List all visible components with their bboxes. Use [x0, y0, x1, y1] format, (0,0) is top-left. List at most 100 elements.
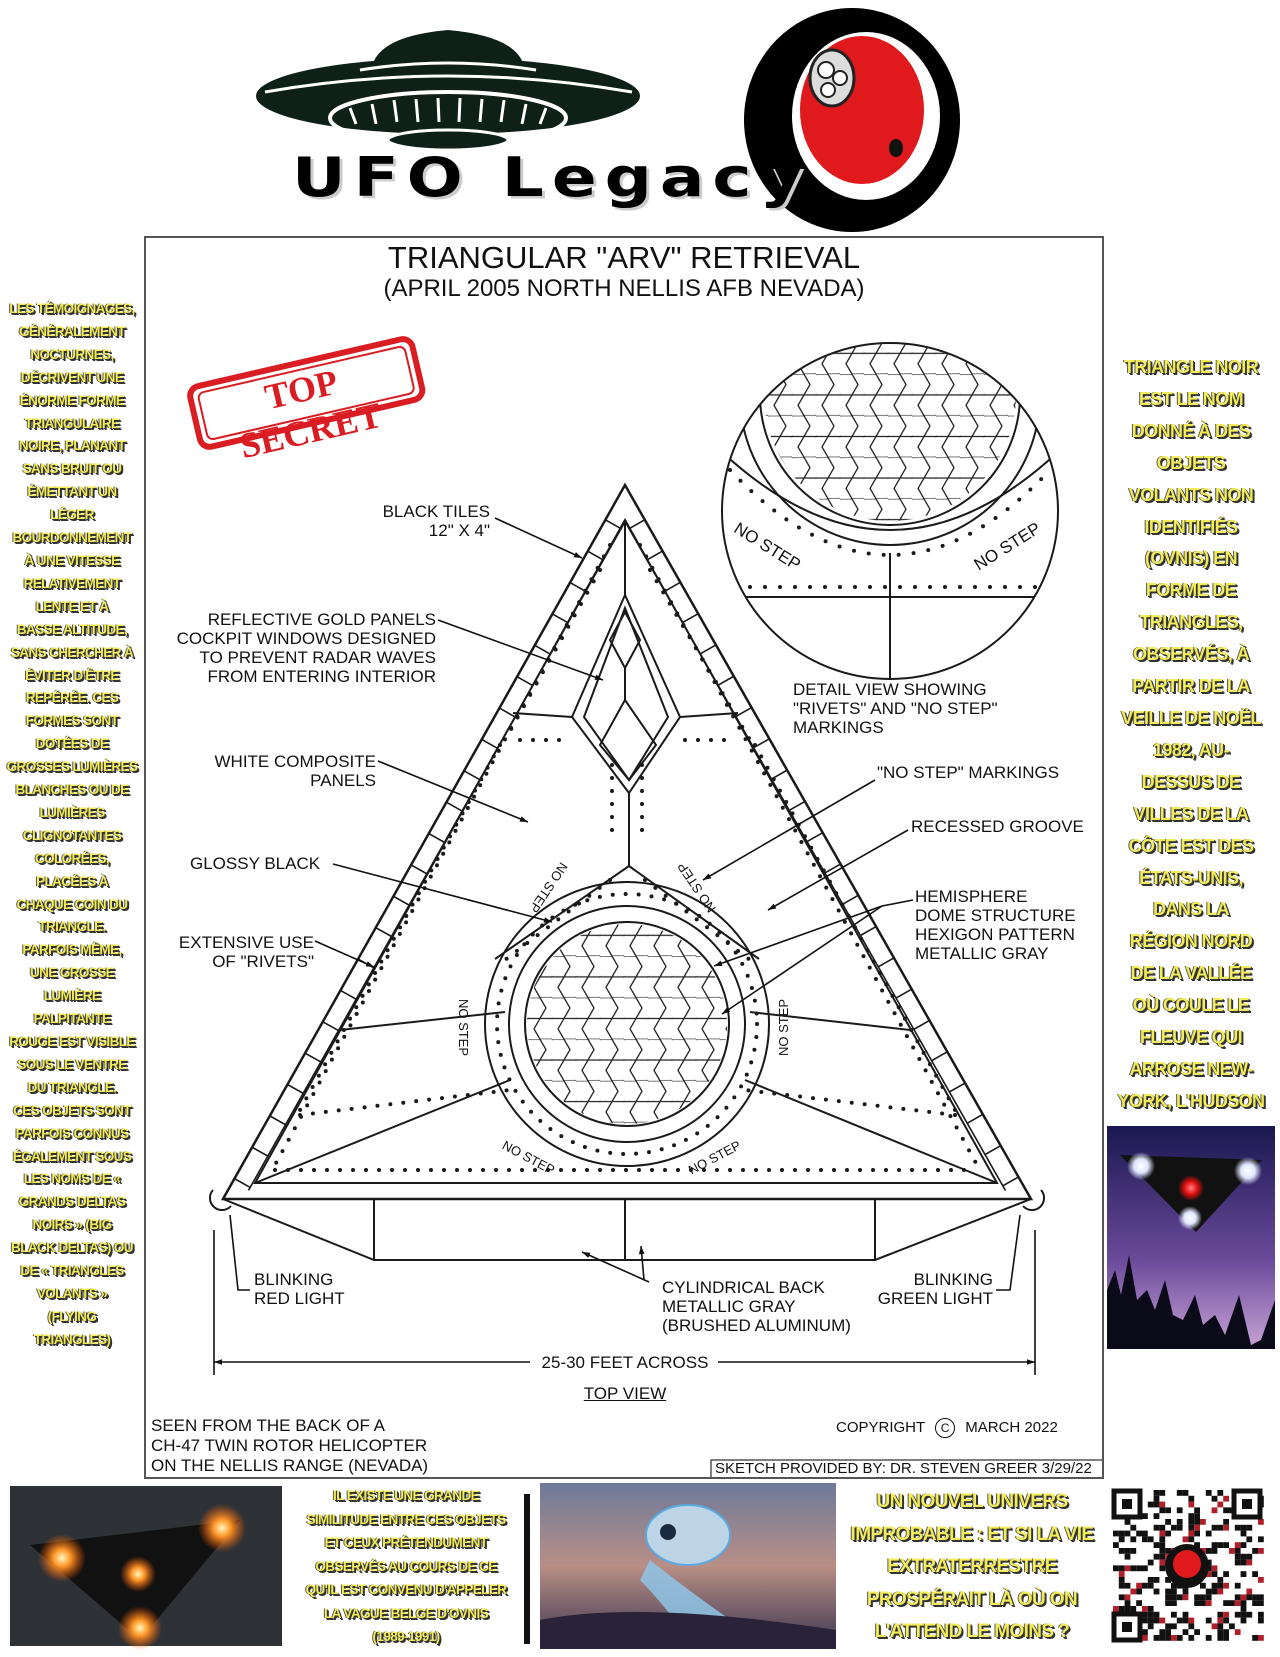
label-line: PANELS [310, 771, 376, 790]
qr-module [1176, 1594, 1183, 1601]
divider-bar [524, 1494, 530, 1644]
caption-line: ÉNORME FORME [19, 392, 125, 408]
qr-module [1153, 1513, 1160, 1519]
caption-line: SANS CHERCHER À [10, 644, 134, 660]
label-line: METALLIC GRAY [915, 944, 1049, 963]
caption-line: DESSUS DE [1141, 771, 1241, 792]
seen-from-note: SEEN FROM THE BACK OF A CH-47 TWIN ROTOR… [151, 1416, 428, 1476]
qr-module [1159, 1490, 1166, 1496]
caption-line: À UNE VITESSE [24, 552, 121, 568]
caption-line: LES TÉMOIGNAGES, [9, 301, 135, 316]
qr-module [1246, 1536, 1253, 1543]
black-tile-edge [860, 925, 877, 937]
qr-module [1153, 1542, 1160, 1548]
qr-module [1165, 1600, 1171, 1606]
qr-module [1246, 1594, 1253, 1601]
black-tile-edge [251, 1146, 269, 1157]
qr-module [1136, 1600, 1142, 1606]
qr-module [1159, 1536, 1166, 1543]
qr-module [1147, 1606, 1154, 1612]
qr-module [1118, 1536, 1125, 1543]
light-leaders [229, 1214, 1021, 1291]
qr-module [1171, 1635, 1177, 1641]
caption-line: PARFOIS MÊME, [22, 942, 122, 958]
label-hemisphere: HEMISPHERE DOME STRUCTURE HEXIGON PATTER… [915, 887, 1076, 963]
qr-module [1223, 1611, 1229, 1618]
black-tile-edge [788, 800, 806, 812]
top-view-label: TOP VIEW [583, 1384, 667, 1403]
caption-line: COLORÉES, [34, 850, 110, 866]
black-tile-edge [664, 581, 681, 592]
caption-line: IL EXISTE UNE GRANDE [332, 1488, 480, 1503]
black-tile-edge [569, 581, 587, 593]
qr-module [1165, 1519, 1171, 1525]
qr-module [1211, 1623, 1218, 1630]
caption-line: ÉTATS-UNIS, [1139, 867, 1243, 888]
qr-module [1147, 1536, 1154, 1543]
qr-module [1234, 1611, 1241, 1618]
qr-module [1194, 1542, 1200, 1548]
qr-module [1194, 1524, 1200, 1531]
black-tile-edge [269, 1115, 286, 1126]
label-line: CYLINDRICAL BACK [662, 1278, 825, 1297]
caption-line: SIMILITUDE ENTRE CES OBJETS [306, 1511, 506, 1527]
qr-module [1211, 1548, 1218, 1554]
dimension-label: 25-30 FEET ACROSS [541, 1353, 709, 1372]
caption-line: SANS BRUIT OU [22, 461, 122, 477]
black-tile-edge [534, 644, 551, 655]
copyright-note: COPYRIGHT C MARCH 2022 [836, 1418, 1058, 1438]
diagram-frame [144, 236, 1104, 1479]
qr-module [1153, 1611, 1160, 1618]
qr-module [1153, 1577, 1160, 1583]
label-line: BLINKING [254, 1270, 334, 1289]
qr-module [1171, 1524, 1177, 1531]
qr-module [1234, 1629, 1241, 1635]
black-tile-edge [806, 832, 824, 843]
black-tile-edge [410, 864, 428, 875]
caption-line: EXTRATERRESTRE [887, 1556, 1057, 1577]
qr-module [1240, 1559, 1247, 1566]
top-secret-stamp [187, 336, 426, 450]
qr-module [1200, 1519, 1206, 1525]
qr-module [1159, 1524, 1166, 1531]
qr-module [1252, 1600, 1258, 1606]
qr-module [1165, 1623, 1171, 1630]
caption-line: NOCTURNES, [30, 346, 114, 362]
qr-module [1176, 1519, 1183, 1525]
qr-module [1159, 1559, 1166, 1566]
qr-module [1113, 1542, 1119, 1548]
label-line: GREEN LIGHT [877, 1289, 993, 1308]
qr-module [1205, 1588, 1212, 1595]
caption-line: LUMIÈRES [39, 804, 106, 820]
qr-module [1223, 1629, 1229, 1635]
qr-module [1217, 1617, 1224, 1624]
black-tile-edge [628, 519, 646, 530]
caption-line: IMPROBABLE : ET SI LA VIE [850, 1523, 1095, 1545]
qr-module [1234, 1559, 1241, 1566]
qr-module [1240, 1611, 1247, 1618]
black-tile-edge [247, 519, 627, 1191]
qr-module [1205, 1600, 1212, 1606]
caption-line: DONNÉ À DES [1131, 420, 1251, 441]
black-tile-edge [753, 738, 770, 749]
label-no-step-markings: "NO STEP" MARKINGS [877, 763, 1060, 782]
qr-module [1240, 1571, 1247, 1577]
qr-module [1217, 1635, 1224, 1641]
caption-line: PARFOIS CONNUS [15, 1125, 129, 1141]
note-line: CH-47 TWIN ROTOR HELICOPTER [151, 1436, 428, 1455]
sketch-credit: SKETCH PROVIDED BY: DR. STEVEN GREER 3/2… [715, 1460, 1092, 1477]
label-line: COCKPIT WINDOWS DESIGNED [176, 629, 436, 648]
ufo-logo-ring [744, 8, 960, 232]
qr-module [1165, 1594, 1171, 1601]
qr-module [1153, 1635, 1160, 1641]
black-tile-edge [646, 550, 663, 561]
caption-line: VOLANTS NON [1128, 484, 1254, 505]
black-tile-edge [966, 1113, 984, 1124]
black-tile-edge [984, 1144, 1002, 1156]
qr-module [1217, 1623, 1224, 1630]
qr-module [1240, 1530, 1247, 1537]
qr-module [1165, 1577, 1171, 1583]
caption-line: TRIANGLES) [33, 1331, 111, 1347]
caption-line: DE LA VALLÉE [1130, 963, 1252, 984]
caption-line: DANS LA [1153, 899, 1229, 920]
